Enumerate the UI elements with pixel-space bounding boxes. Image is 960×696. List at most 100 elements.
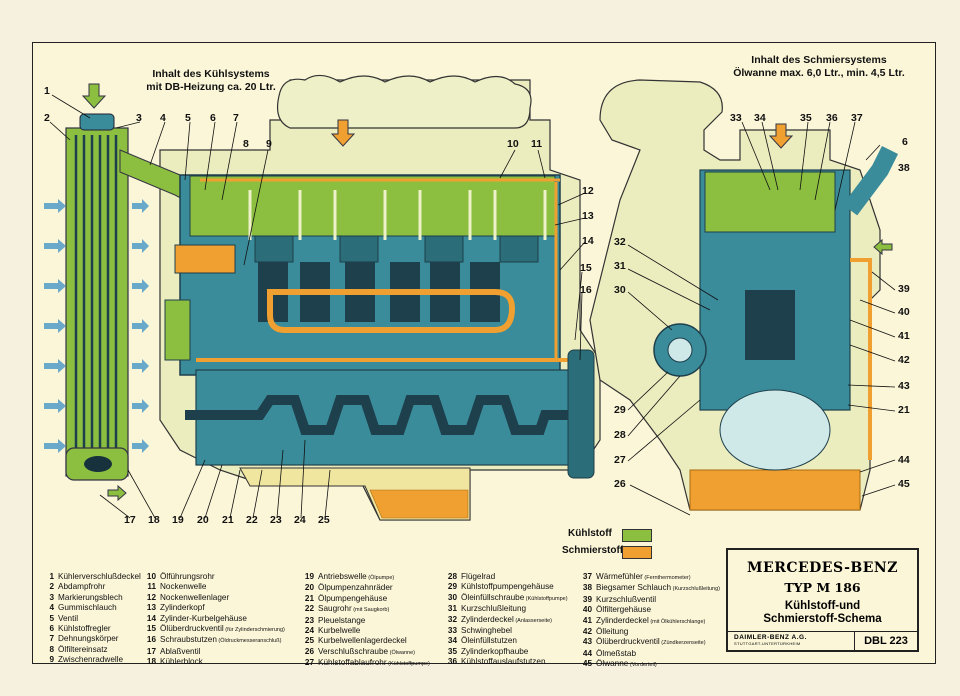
oil-capacity-caption: Inhalt des Schmiersystems Ölwanne max. 6… [712,54,926,80]
callout-34: 34 [754,112,766,124]
legend-coolant-label: Kühlstoff [568,528,612,539]
part-name: Schwinghebel [461,626,512,636]
part-number: 25 [304,636,314,646]
oil-fill-arrow [330,119,356,147]
parts-list-item: 29 Kühlstoffpumpengehäuse [443,582,568,592]
flywheel [567,349,595,479]
radiator-tubes [74,135,118,462]
part-number: 36 [447,657,457,667]
parts-list-item: 23 Pleuelstange [300,616,430,626]
part-number: 28 [447,572,457,581]
part-name: Ölfiltereinsatz [58,644,108,654]
callout-16: 16 [580,284,592,296]
part-number: 23 [304,615,314,625]
part-number: 10 [146,572,156,581]
front-crank-bulge [719,389,831,471]
part-number: 4 [49,603,54,613]
callout-33: 33 [730,112,742,124]
part-number: 30 [447,592,457,602]
schema-subtitle: Kühlstoff-und Schmierstoff-Schema [728,600,917,626]
part-name: Kühlstoffpumpengehäuse [461,582,554,592]
part-name: Kühlerverschlußdeckel [58,572,141,581]
part-number: 2 [49,582,54,592]
combustion-chambers [254,235,539,263]
parts-list-item: 35 Zylinderkopfhaube [443,647,568,657]
part-note: (Zündkerzenseite) [659,640,706,647]
part-number: 43 [582,637,592,647]
callout-10: 10 [507,138,519,150]
parts-list-item: 25 Kurbelwellenlagerdeckel [300,636,430,646]
part-number: 27 [304,658,314,668]
subtitle-line-1: Kühlstoff-und [784,600,861,612]
part-name: Zylinderkopf [160,603,205,613]
part-name: Pleuelstange [318,615,366,625]
front-oil-fill-arrow [768,123,794,149]
front-oil-line [850,258,872,460]
part-name: Kurbelwellenlagerdeckel [318,636,407,646]
callout-3: 3 [136,112,142,124]
parts-list-item: 8 Ölfiltereinsatz [40,645,141,655]
front-water-pump-hub [667,337,693,363]
part-name: Zylinderdeckel [461,614,514,624]
callout-31: 31 [614,260,626,272]
callout-25: 25 [318,514,330,526]
callout-41: 41 [898,330,910,342]
part-number: 37 [582,572,592,581]
part-name: Kühlstoffregler [58,624,111,634]
part-number: 45 [582,659,592,669]
part-number: 34 [447,636,457,646]
radiator-drain [84,456,112,472]
part-name: Ölfiltergehäuse [596,605,652,615]
part-name: Ölleitung [596,627,629,637]
part-number: 29 [447,582,457,592]
front-piston [745,290,795,360]
part-name: Ölwanne [596,659,629,669]
legend-lubricant-swatch [622,546,652,559]
callout-19: 19 [172,514,184,526]
part-name: Dehnungskörper [58,634,119,644]
callout-24: 24 [294,514,306,526]
part-number: 9 [49,655,54,665]
part-number: 40 [582,605,592,615]
part-name: Abdampfrohr [58,582,106,592]
part-number: 8 [49,644,54,654]
part-name: Kurzschlußventil [596,594,657,604]
callout-21: 21 [222,514,234,526]
part-name: Saugrohr [318,604,352,614]
engine-type: TYP M 186 [784,580,861,595]
part-name: Zylinderkopfhaube [461,646,529,656]
callout-39: 39 [898,283,910,295]
cooling-caption-line-2: mit DB-Heizung ca. 20 Ltr. [146,81,276,93]
part-number: 38 [582,583,592,593]
part-number: 32 [447,614,457,624]
part-number: 33 [447,626,457,636]
part-number: 35 [447,646,457,656]
callout-17: 17 [124,514,136,526]
callout-29: 29 [614,404,626,416]
part-note: (für Zylinderschmierung) [223,627,285,634]
part-name: Kurzschlußleitung [461,604,527,614]
callout-12: 12 [582,185,594,197]
